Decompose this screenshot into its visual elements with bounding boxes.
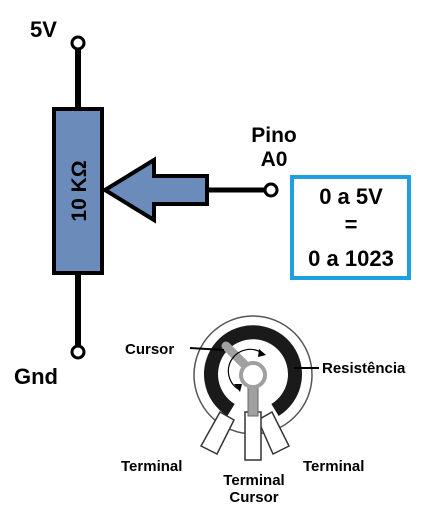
cursor-label: Cursor [125,341,174,358]
supply-label: 5V [30,17,57,42]
pin-label-line1: Pino [251,124,297,147]
terminal-center [244,411,262,461]
terminal-left [199,410,235,456]
pot-shaft [239,361,267,389]
terminal-right-label: Terminal [303,458,364,475]
mapping-line2: = [345,212,358,237]
pin-label-line2: A0 [261,148,288,171]
resistance-label: Resistência [322,360,406,377]
terminal-cursor-label-line1: Terminal [223,472,284,489]
pin-terminal [263,182,279,198]
supply-terminal [70,35,86,51]
resistive-track [204,325,302,416]
mapping-line1: 0 a 5V [319,184,383,209]
rotation-arrow-head-top [258,349,266,357]
resistor-value: 10 KΩ [68,160,91,221]
wiper-arrow [101,156,209,224]
rotation-arrow-head-bottom [234,384,242,392]
wiper-link [247,385,259,417]
terminal-cursor-label-line2: Cursor [229,489,278,506]
mapping-box [290,175,411,280]
terminal-left-label: Terminal [121,458,182,475]
mapping-line3: 0 a 1023 [308,246,394,271]
ground-terminal [70,344,86,360]
cursor-leader [189,347,225,351]
rotation-arc [227,348,263,390]
ground-label: Gnd [14,364,58,389]
